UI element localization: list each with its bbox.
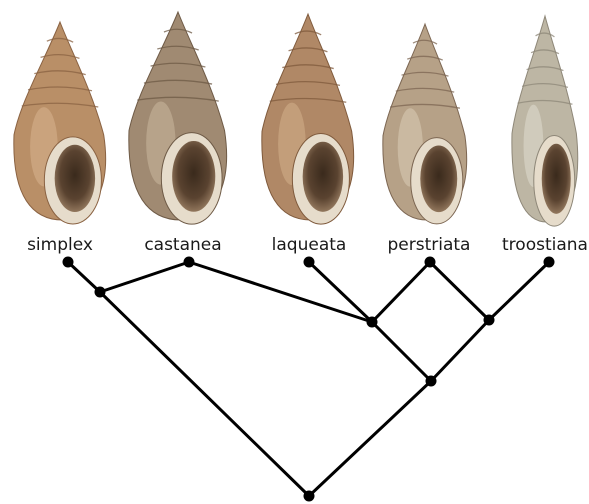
label-laqueata: laqueata: [272, 235, 347, 255]
branch-troostiana-n3: [489, 262, 549, 320]
branch-perstriata-n2: [372, 262, 430, 322]
branch-perstriata-n3: [430, 262, 489, 320]
shell-aperture: [542, 144, 571, 214]
node-n4: [426, 376, 437, 387]
shell-photographs: [14, 12, 578, 226]
shell-troostiana: [512, 16, 578, 226]
label-simplex: simplex: [27, 235, 93, 255]
taxon-labels: simplex castanea laqueata perstriata tro…: [27, 235, 588, 255]
shell-laqueata: [262, 14, 354, 224]
node-laqueata: [304, 257, 315, 268]
branch-n1-root: [100, 292, 309, 496]
branch-n4-root: [309, 381, 431, 496]
branch-n2-n4: [372, 322, 431, 381]
node-perstriata: [425, 257, 436, 268]
node-castanea: [184, 257, 195, 268]
node-simplex: [63, 257, 74, 268]
node-n3: [484, 315, 495, 326]
tree-nodes: [63, 257, 555, 502]
branch-castanea-n1: [100, 262, 189, 292]
label-troostiana: troostiana: [502, 235, 588, 255]
node-root: [304, 491, 315, 502]
node-troostiana: [544, 257, 555, 268]
shell-castanea: [129, 12, 227, 224]
shell-perstriata: [383, 24, 467, 224]
branch-n3-n4: [431, 320, 489, 381]
shell-simplex: [14, 22, 106, 224]
tree-branches: [68, 262, 549, 496]
node-n1: [95, 287, 106, 298]
shell-aperture: [172, 141, 215, 212]
label-perstriata: perstriata: [388, 235, 471, 255]
label-castanea: castanea: [144, 235, 221, 255]
shell-aperture: [420, 145, 457, 212]
shell-aperture: [303, 142, 343, 212]
branch-simplex-n1: [68, 262, 100, 292]
shell-aperture: [55, 145, 95, 212]
branch-castanea-n2: [189, 262, 372, 322]
node-n2: [367, 317, 378, 328]
